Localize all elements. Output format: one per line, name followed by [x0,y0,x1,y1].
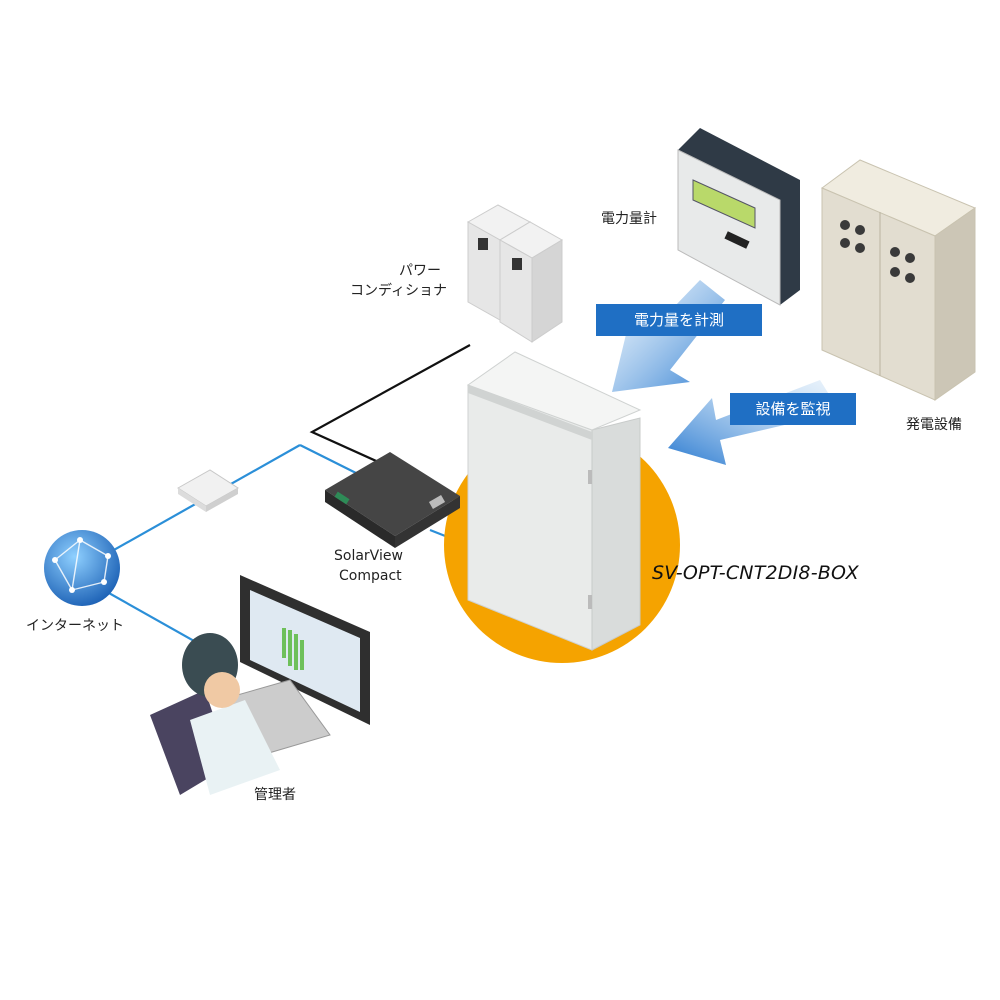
monitor-arrow-label: 設備を監視 [755,400,831,418]
administrator-workstation [150,575,370,795]
cabinet-box [466,351,642,651]
monitor-arrow-label-bg [730,393,856,425]
router-device [177,469,239,512]
power-conditioner-units [466,204,563,343]
power-meter-device [677,128,800,306]
solarview-label-line1: SolarView [334,548,403,564]
internet-globe-icon [44,530,120,606]
solarview-compact-device [325,452,460,548]
power-meter-label: 電力量計 [601,211,657,227]
model-name-label: SV-OPT-CNT2DI8-BOX [652,562,859,584]
measure-arrow-label-bg [596,304,762,336]
generation-equipment-cabinet [820,159,977,401]
measure-arrow-label: 電力量を計測 [633,311,724,329]
solarview-label-line2: Compact [339,568,402,584]
power-conditioner-label-line2: コンディショナ [350,283,448,299]
power-conditioner-cable [309,344,471,467]
administrator-label: 管理者 [254,787,296,803]
generation-equipment-label: 発電設備 [906,417,962,433]
internet-label: インターネット [26,618,124,634]
power-conditioner-label-line1: パワー [399,263,441,279]
